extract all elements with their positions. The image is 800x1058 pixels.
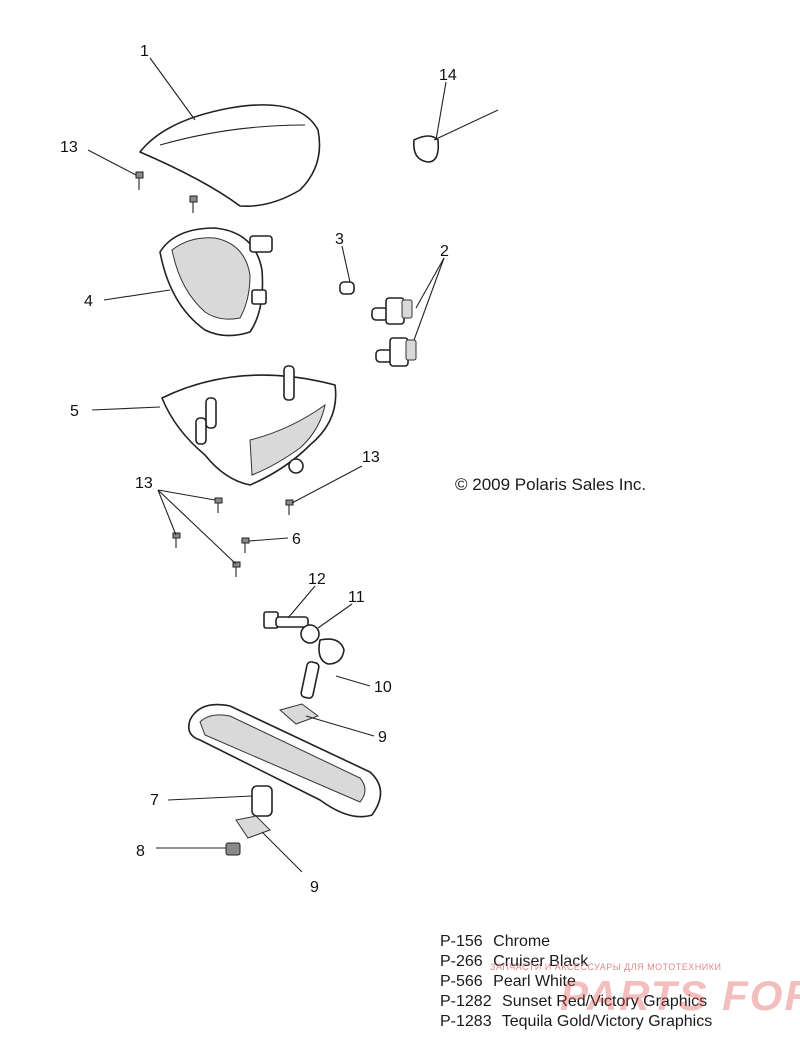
part-13-screw-d [232, 561, 241, 577]
leader-lines [87, 57, 447, 873]
callout-9-lower: 9 [310, 879, 319, 896]
part-14-cable-tie [412, 109, 499, 163]
callout-14: 14 [439, 67, 457, 84]
variant-name: Tequila Gold/Victory Graphics [501, 1013, 713, 1030]
part-13-screw-cover-a [135, 171, 144, 190]
copyright-notice: © 2009 Polaris Sales Inc. [455, 475, 647, 494]
callout-4: 4 [84, 293, 93, 310]
variant-code: P-266 [440, 953, 483, 970]
variant-row: P-1283 Tequila Gold/Victory Graphics [440, 1012, 712, 1032]
variant-row: P-1282 Sunset Red/Victory Graphics [440, 992, 712, 1012]
variant-name: Sunset Red/Victory Graphics [502, 993, 708, 1010]
part-10-mount-bracket [300, 638, 345, 699]
part-8-nut [225, 842, 241, 856]
part-3-bulb-small [339, 281, 355, 295]
part-1-headlight-cover [139, 104, 321, 207]
callout-13-bucket: 13 [362, 449, 380, 466]
callout-3: 3 [335, 231, 344, 248]
callout-1: 1 [140, 43, 149, 60]
callout-7: 7 [150, 792, 159, 809]
color-variant-list: P-156 Chrome P-266 Cruiser Black P-566 P… [440, 932, 712, 1032]
part-13-screw-b [285, 499, 294, 515]
part-9-grommet-upper [278, 703, 320, 725]
callout-8: 8 [136, 843, 145, 860]
part-12-bolt [263, 611, 309, 629]
callout-6: 6 [292, 531, 301, 548]
variant-row: P-156 Chrome [440, 932, 712, 952]
part-6-screw [241, 537, 250, 553]
part-5-headlight-bucket [161, 365, 337, 486]
triple-clamp [187, 703, 382, 818]
callout-10: 10 [374, 679, 392, 696]
part-7-spacer [251, 785, 273, 817]
callout-12: 12 [308, 571, 326, 588]
variant-name: Pearl White [493, 973, 576, 990]
callout-13-cover: 13 [60, 139, 78, 156]
part-13-screw-c [172, 532, 181, 548]
callout-2: 2 [440, 243, 449, 260]
part-2-bulb-lower [375, 337, 417, 367]
variant-row: P-566 Pearl White [440, 972, 712, 992]
variant-code: P-566 [440, 973, 483, 990]
callout-13-screws: 13 [135, 475, 153, 492]
part-11-bushing [300, 624, 320, 644]
callout-9-upper: 9 [378, 729, 387, 746]
variant-code: P-156 [440, 933, 483, 950]
variant-row: P-266 Cruiser Black [440, 952, 712, 972]
watermark-logo: PARTS FOR.RU [560, 972, 800, 1019]
variant-code: P-1282 [440, 993, 492, 1010]
part-9-grommet-lower [235, 815, 271, 839]
watermark-tagline: ЗАПЧАСТИ И АКСЕССУАРЫ ДЛЯ МОТОТЕХНИКИ [490, 962, 722, 972]
callout-11: 11 [348, 589, 365, 606]
variant-name: Chrome [493, 933, 551, 950]
part-13-screw-cover-b [189, 195, 198, 213]
part-13-screw-a [214, 497, 223, 513]
variant-name: Cruiser Black [493, 953, 589, 970]
callout-5: 5 [70, 403, 79, 420]
part-2-bulb-upper [371, 297, 413, 325]
part-4-headlight-housing [159, 227, 273, 337]
variant-code: P-1283 [440, 1013, 492, 1030]
